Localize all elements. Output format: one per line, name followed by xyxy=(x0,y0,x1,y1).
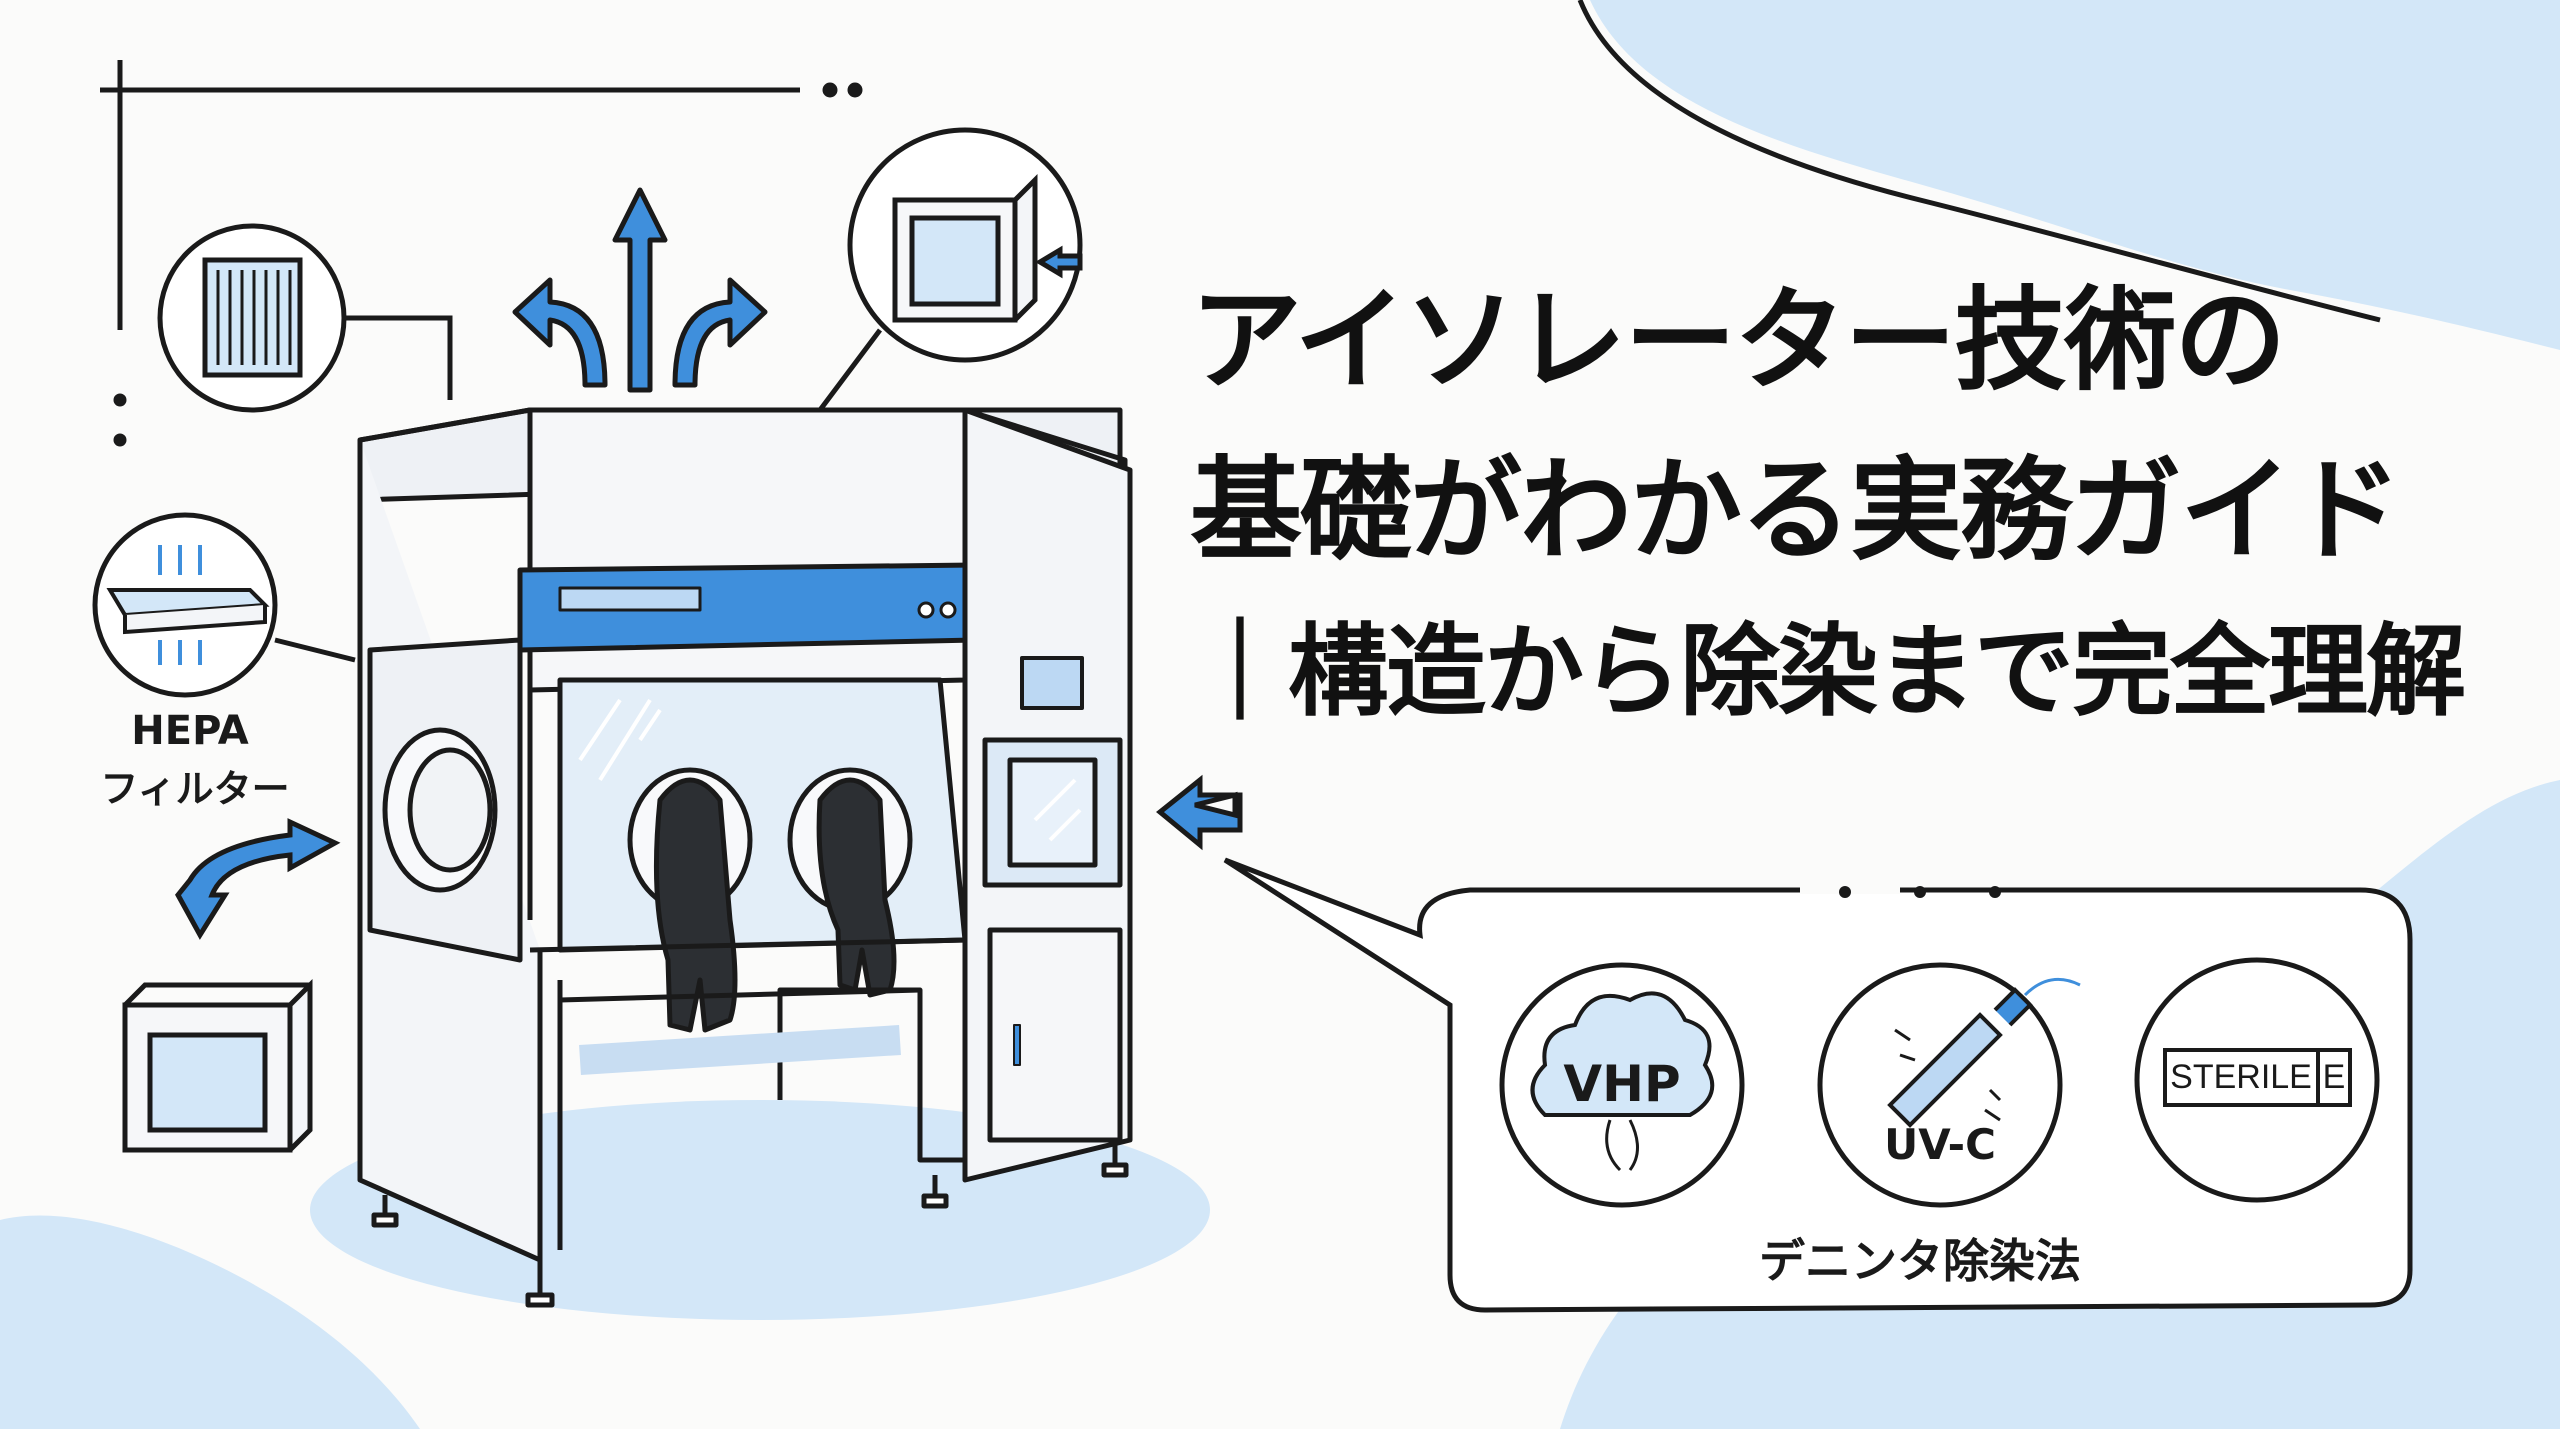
page-title-line-2: 基礎がわかる実務ガイド xyxy=(1190,446,2402,576)
uvc-label: UV-C xyxy=(1884,1120,1996,1169)
isolator-body xyxy=(357,407,1133,1308)
lower-cabinet xyxy=(987,927,1123,1143)
vhp-label: VHP xyxy=(1563,1055,1681,1113)
hepa-filter-icon xyxy=(157,223,453,413)
inbound-arrow-icon xyxy=(1156,774,1243,851)
hepa-airflow-icon xyxy=(92,512,356,698)
hepa-label-line-2: フィルター xyxy=(100,767,290,811)
page-title-line-3: ｜構造から除染まで完全理解 xyxy=(1190,613,2466,730)
transfer-cube-icon xyxy=(122,818,341,1153)
bg-blob-top-right xyxy=(1590,0,2560,350)
page-title-line-1: アイソレーター技術の xyxy=(1190,276,2286,406)
sterile-box-label: E xyxy=(2322,1058,2346,1096)
sterile-label-icon xyxy=(2134,957,2380,1203)
airflow-arrows-icon xyxy=(512,187,768,393)
hepa-label-line-1: HEPA xyxy=(131,708,249,754)
glove-left xyxy=(653,777,738,1033)
sterile-label: STERILE xyxy=(2170,1058,2312,1096)
pass-box-icon xyxy=(818,127,1083,412)
uv-lamp-icon xyxy=(1817,962,2081,1208)
glove-right xyxy=(816,777,897,998)
decon-caption: デニンタ除染法 xyxy=(1759,1234,2081,1288)
control-screen xyxy=(1020,656,1084,710)
frame-lines xyxy=(100,60,863,447)
vhp-cloud-icon xyxy=(1499,962,1745,1208)
bg-blob-top-right-outline xyxy=(1577,0,2381,323)
bg-blob-bottom-left xyxy=(0,1215,420,1429)
